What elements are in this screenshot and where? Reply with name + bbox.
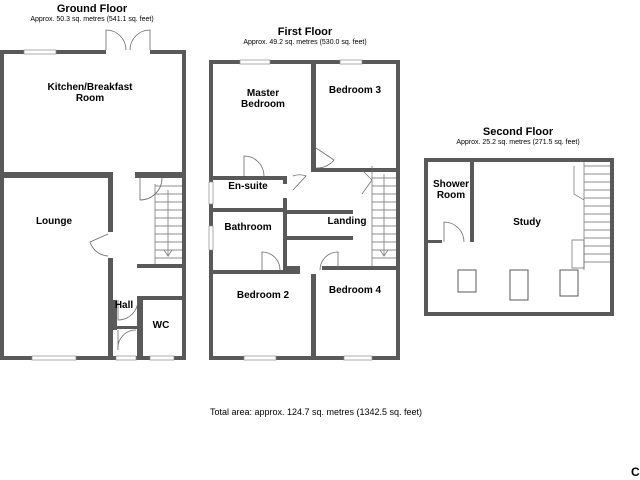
first-floor-title: First Floor: [278, 26, 333, 38]
french-door-right: [129, 29, 151, 51]
bedroom-4-door-swing: [319, 251, 339, 271]
lounge-window: [31, 355, 77, 361]
bedroom-2-window: [243, 355, 277, 361]
shower-room-bottom-wall: [428, 240, 442, 243]
ensuite-door-gap: [281, 184, 291, 198]
kitchen-window: [23, 49, 57, 55]
master-bedroom-room: [213, 64, 311, 176]
kitchen-label-line1: Kitchen/Breakfast: [47, 82, 133, 93]
first-floor-staircase: [361, 166, 396, 266]
second-floor-staircase: [571, 162, 610, 270]
shower-label-line1: Shower: [433, 179, 469, 190]
lounge-door-swing: [89, 233, 109, 257]
bedroom-doors-gap: [300, 262, 322, 274]
corner-mark: C: [631, 465, 640, 479]
wc-label: WC: [153, 320, 170, 331]
bathroom-label: Bathroom: [224, 222, 271, 233]
bedroom-4-room: [316, 270, 396, 356]
landing-label: Landing: [328, 216, 367, 227]
bedroom-3-label: Bedroom 3: [329, 85, 382, 96]
ground-floor-title: Ground Floor: [57, 3, 128, 15]
shower-room-wall: [470, 162, 474, 242]
bedroom-4-window: [343, 355, 373, 361]
en-suite-room: [213, 180, 283, 208]
wc-room: [143, 300, 182, 356]
hall-door-swing: [117, 299, 139, 321]
bedroom-2-label: Bedroom 2: [237, 290, 290, 301]
ground-staircase: [154, 184, 182, 264]
bathroom-window: [208, 225, 214, 251]
wc-window: [149, 355, 175, 361]
kitchen-hall-opening: [113, 168, 135, 182]
ground-stair-area: [137, 178, 182, 264]
bedroom-3-door-swing: [315, 147, 335, 169]
under-stair-store: [137, 268, 182, 296]
bedroom-2-door-swing: [261, 251, 281, 271]
ensuite-door-swing: [292, 174, 307, 191]
first-floor: First Floor Approx. 49.2 sq. metres (530…: [208, 26, 400, 361]
bedroom-3-window: [339, 59, 363, 65]
landing-inner-wall-2: [287, 236, 353, 240]
master-label-line2: Bedroom: [241, 99, 285, 110]
wc-wall: [137, 300, 143, 360]
en-suite-label: En-suite: [228, 181, 268, 192]
porch-wall: [113, 300, 117, 330]
bathroom-room: [213, 212, 283, 270]
master-label-line1: Master: [247, 88, 279, 99]
french-door-gap: [106, 44, 150, 56]
landing-inner-wall: [287, 210, 353, 214]
second-floor: Second Floor Approx. 25.2 sq. metres (27…: [424, 126, 614, 316]
roof-light-3: [559, 269, 579, 297]
second-floor-area: Approx. 25.2 sq. metres (271.5 sq. feet): [456, 139, 579, 146]
total-area-text: Total area: approx. 124.7 sq. metres (13…: [210, 407, 422, 417]
kitchen-label-line2: Room: [76, 93, 104, 104]
bedroom-2-room: [213, 274, 311, 356]
lounge-room: [4, 178, 108, 356]
bedroom-4-label: Bedroom 4: [329, 285, 382, 296]
lounge-label: Lounge: [36, 216, 73, 227]
hall-label: Hall: [115, 300, 134, 311]
study-label: Study: [513, 217, 541, 228]
ground-floor-area: Approx. 50.3 sq. metres (541.1 sq. feet): [30, 16, 153, 23]
lounge-door-gap: [106, 232, 115, 258]
master-door-swing: [243, 155, 265, 177]
bedroom-3-room: [316, 64, 396, 168]
roof-light-1: [457, 269, 477, 293]
shower-door-swing: [443, 221, 465, 243]
second-floor-title: Second Floor: [483, 126, 554, 138]
master-door-gap: [308, 180, 320, 194]
master-window: [239, 59, 271, 65]
en-suite-window: [208, 181, 214, 205]
ground-floor: Ground Floor Approx. 50.3 sq. metres (54…: [0, 3, 186, 361]
porch-wall-top: [113, 326, 139, 329]
kitchen-door-swing: [139, 177, 163, 201]
shower-label-line2: Room: [437, 190, 465, 201]
front-door-panel: [115, 355, 137, 361]
roof-light-2: [509, 269, 529, 301]
front-door-swing: [117, 329, 137, 351]
french-door-left: [105, 29, 127, 51]
first-floor-area: Approx. 49.2 sq. metres (530.0 sq. feet): [243, 39, 366, 46]
kitchen-breakfast-room: [4, 54, 182, 172]
